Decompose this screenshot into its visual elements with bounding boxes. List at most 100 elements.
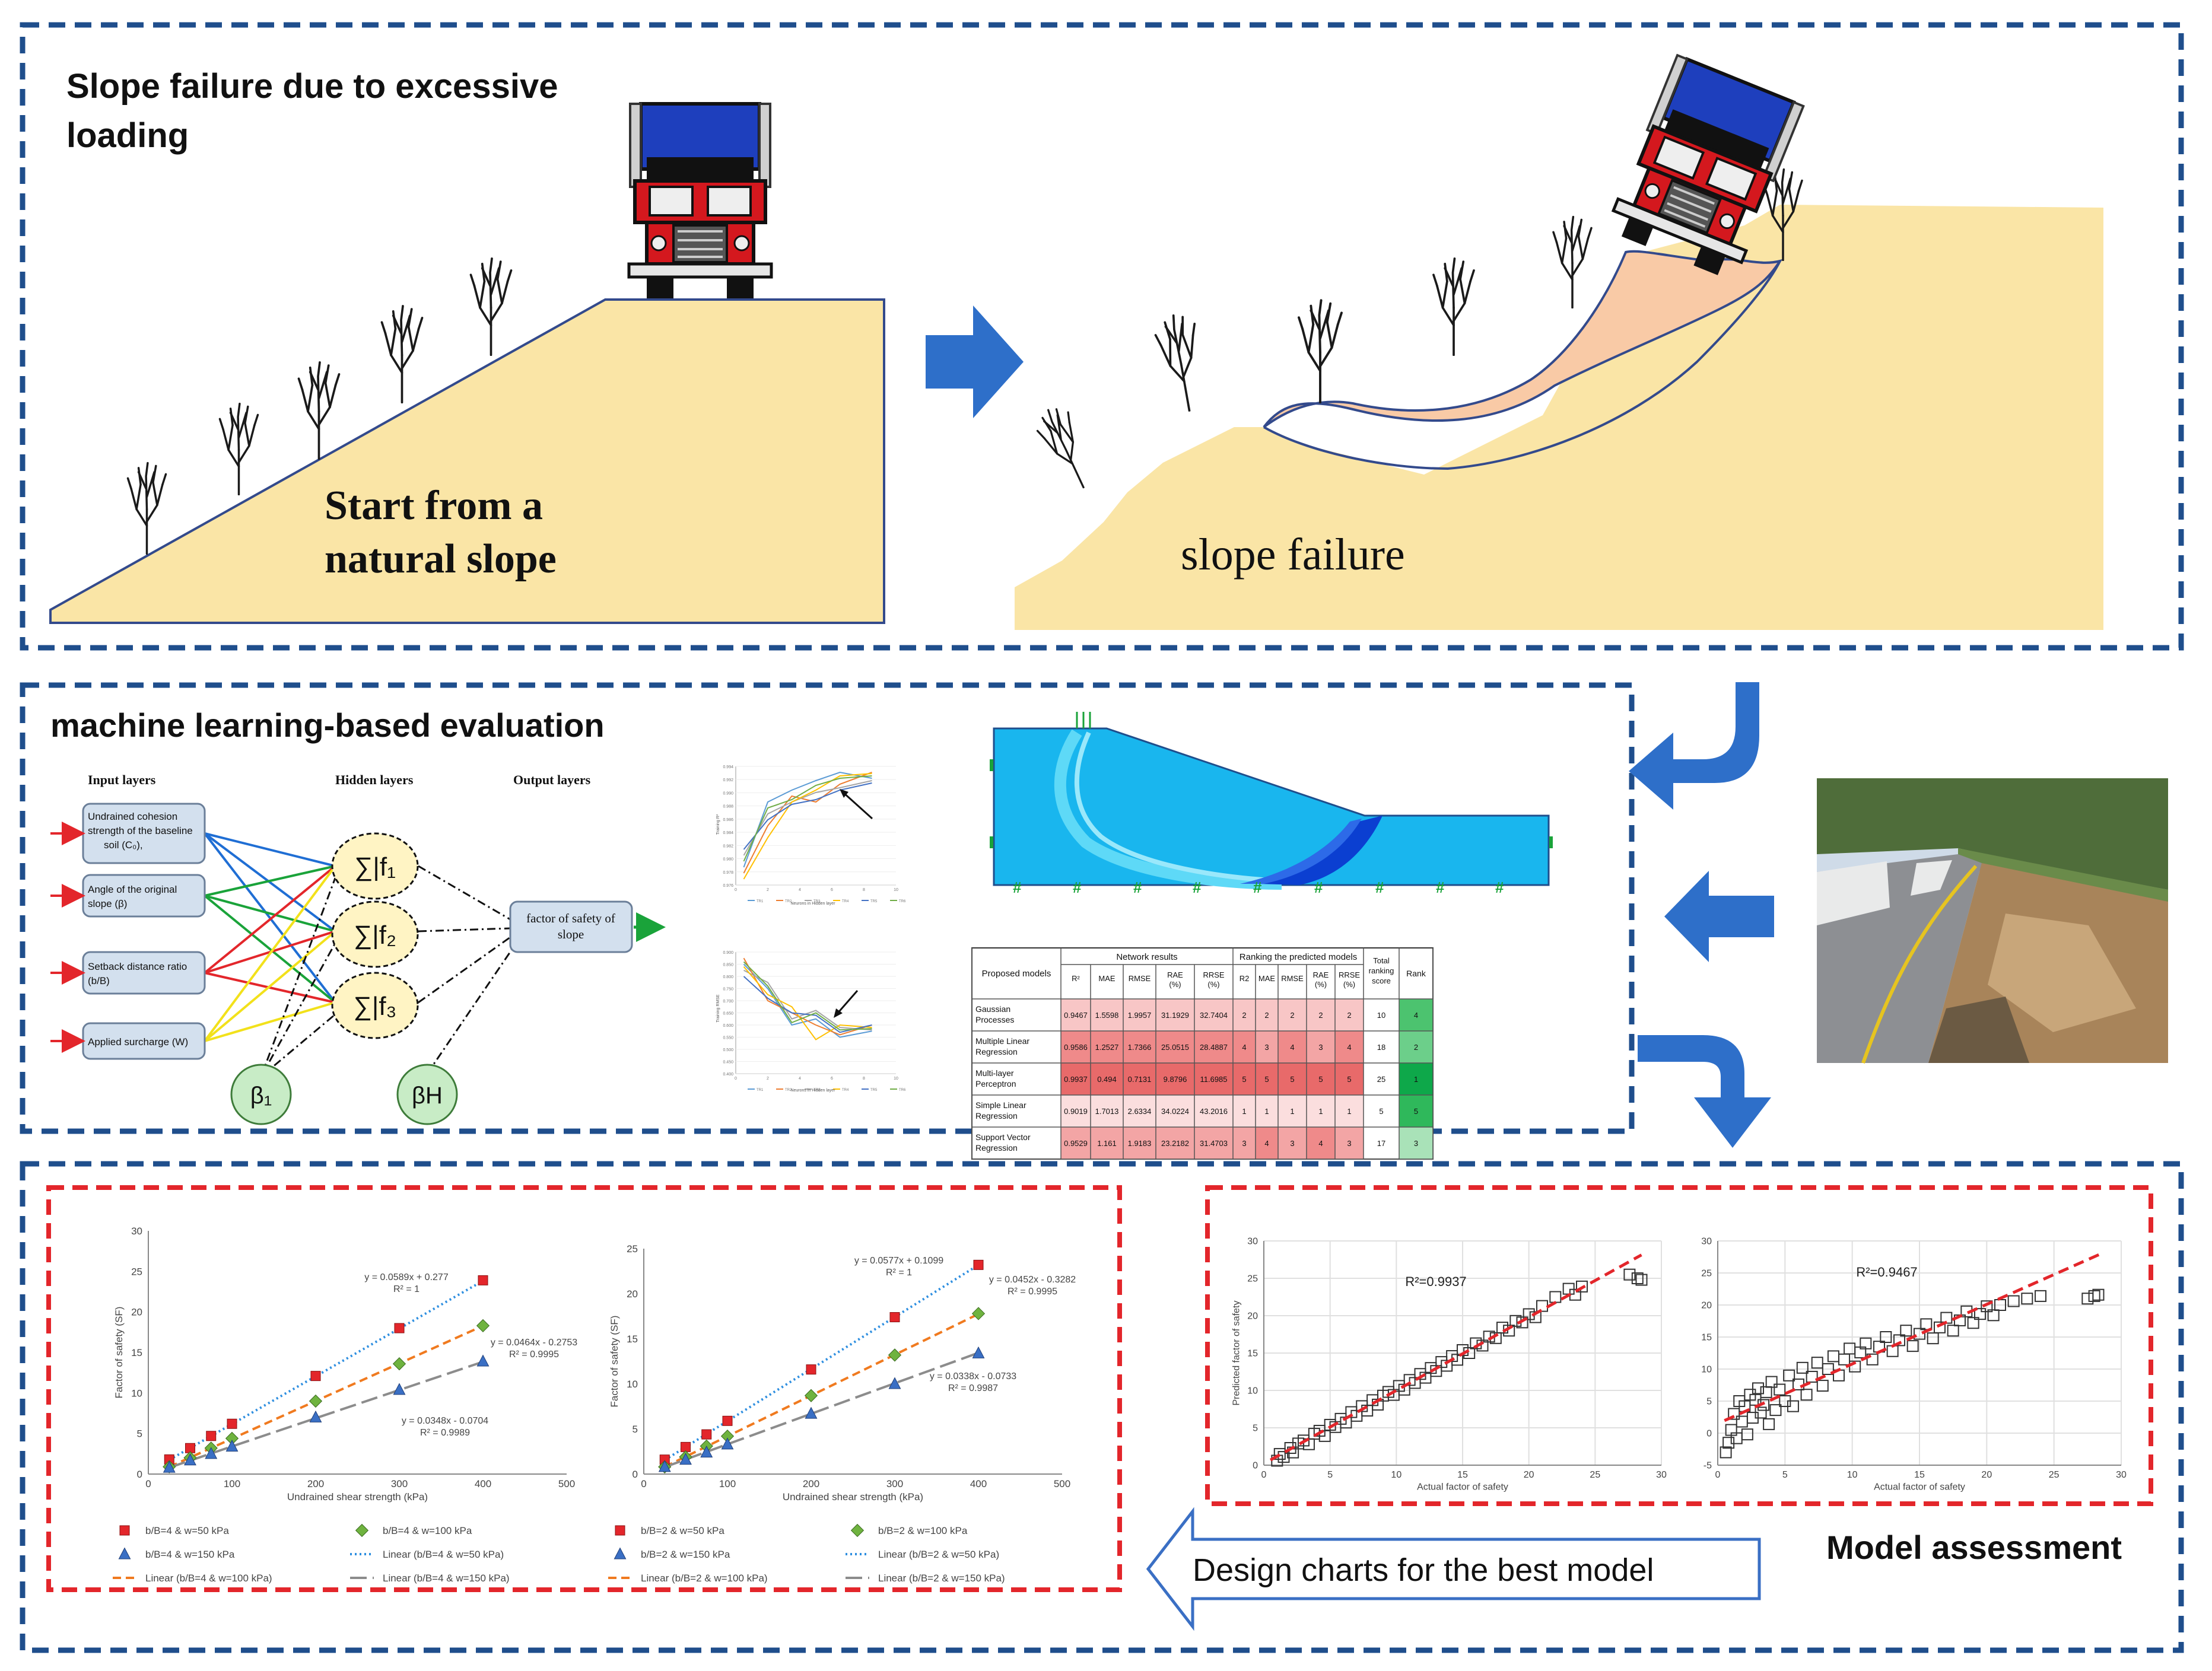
trendline-equation: y = 0.0348x - 0.0704 — [402, 1416, 488, 1426]
trendline-equation: y = 0.0464x - 0.2753 — [491, 1338, 577, 1348]
table-rank-value: 2 — [1264, 1011, 1269, 1020]
table-model-name: Regression — [975, 1111, 1018, 1121]
data-point-square — [1741, 1428, 1753, 1441]
hidden-node-3: ∑|f₃ — [354, 992, 397, 1021]
table-cell-shade — [1194, 999, 1233, 1031]
table-cell-shade — [1061, 1031, 1091, 1063]
model-assessment-label: Model assessment — [1826, 1529, 2122, 1566]
table-model-name: Regression — [975, 1143, 1018, 1153]
y-tick-label: 10 — [627, 1379, 638, 1390]
mini-series-line — [743, 771, 872, 868]
table-header-rank-col: RMSE — [1281, 974, 1304, 983]
data-point-square — [1763, 1418, 1775, 1430]
table-rank-value: 5 — [1347, 1075, 1351, 1084]
data-point-square — [1755, 1406, 1767, 1419]
r2-annotation: R²=0.9937 — [1405, 1274, 1466, 1289]
mini-series-line — [743, 957, 872, 1036]
data-point-square — [1967, 1317, 1979, 1329]
table-cell-shade — [1091, 1031, 1123, 1063]
table-net-value: 0.7131 — [1128, 1075, 1152, 1084]
table-cell-shade — [1335, 1095, 1364, 1127]
nn-output-line1: factor of safety of — [526, 911, 615, 925]
svg-text:#: # — [1436, 879, 1445, 896]
y-tick-label: 15 — [131, 1347, 142, 1358]
x-tick-label: 0 — [1715, 1470, 1721, 1480]
x-tick-label: 300 — [391, 1478, 408, 1489]
mini-x-tick: 10 — [894, 1077, 898, 1081]
table-header-net-col: MAE — [1098, 974, 1115, 983]
x-tick-label: 5 — [1782, 1470, 1788, 1480]
table-cell-shade — [1335, 1031, 1364, 1063]
nn-input-1-line2: strength of the baseline — [88, 825, 193, 836]
natural-slope-scene — [49, 104, 885, 624]
legend-entry: b/B=2 & w=50 kPa — [641, 1525, 724, 1536]
y-tick-label: 25 — [627, 1243, 638, 1255]
table-rank-value: 4 — [1347, 1043, 1351, 1052]
y-tick-label: 15 — [1701, 1333, 1712, 1343]
x-tick-label: 200 — [307, 1478, 324, 1489]
y-tick-label: 20 — [131, 1307, 142, 1318]
table-cell-shade — [1156, 999, 1194, 1031]
table-cell-shade — [1194, 1095, 1233, 1127]
mini-arrow-icon — [841, 791, 873, 820]
table-model-name: Processes — [975, 1015, 1014, 1024]
table-header-net-col: RAE — [1167, 970, 1183, 979]
table-header-total: ranking — [1369, 966, 1394, 975]
trendline-equation: y = 0.0577x + 0.1099 — [854, 1256, 943, 1266]
design-charts-label: Design charts for the best model — [1193, 1552, 1654, 1588]
panel-design-frame — [20, 1161, 2184, 1653]
table-cell-shade — [1123, 1031, 1156, 1063]
r2-annotation: R²=0.9467 — [1856, 1265, 1917, 1279]
mini-legend-entry: TR2 — [785, 900, 792, 903]
legend-entry: Linear (b/B=2 & w=50 kPa) — [878, 1549, 999, 1560]
x-tick-label: 20 — [1981, 1470, 1992, 1480]
table-rank-value: 2 — [1347, 1011, 1351, 1020]
trendline-equation: y = 0.0338x - 0.0733 — [930, 1371, 1016, 1382]
data-point-diamond — [804, 1389, 818, 1402]
trendline-r2: R² = 1 — [886, 1268, 912, 1278]
mini-x-tick: 2 — [767, 1077, 769, 1081]
table-cell-shade — [1278, 1063, 1307, 1095]
mini-y-tick: 0.550 — [723, 1036, 733, 1040]
data-point-square — [1736, 1415, 1748, 1428]
data-point-triangle — [679, 1453, 692, 1465]
x-tick-label: 0 — [641, 1478, 646, 1489]
x-tick-label: 0 — [1261, 1470, 1267, 1480]
table-rank-value: 3 — [1264, 1043, 1269, 1052]
neural-network-diagram: Input layers Hidden layers Output layers — [50, 772, 666, 1125]
mini-y-tick: 0.900 — [723, 951, 733, 955]
data-point-square — [2081, 1293, 2094, 1305]
x-axis-label: Actual factor of safety — [1874, 1482, 1965, 1492]
table-rank-value: 2 — [1318, 1011, 1323, 1020]
table-final-rank: 1 — [1414, 1075, 1418, 1084]
table-net-value: 1.7013 — [1095, 1107, 1119, 1116]
table-cell-shade — [1194, 1031, 1233, 1063]
table-cell-shade — [1123, 1127, 1156, 1159]
data-point-square — [119, 1525, 130, 1536]
x-tick-label: 15 — [1457, 1470, 1468, 1480]
legend-entry: b/B=2 & w=100 kPa — [878, 1525, 968, 1536]
data-point-square — [1800, 1389, 1813, 1401]
table-rank-value: 5 — [1242, 1075, 1246, 1084]
mini-arrow-icon — [835, 990, 859, 1015]
failed-slope-ground — [1015, 205, 2103, 630]
table-cell-shade — [1278, 1095, 1307, 1127]
data-point-square — [1631, 1272, 1644, 1284]
table-net-value: 1.2527 — [1095, 1043, 1119, 1052]
natural-slope-label-2: natural slope — [325, 536, 557, 582]
table-model-name: Gaussian — [975, 1004, 1010, 1014]
trendline-r2: R² = 1 — [393, 1284, 419, 1294]
table-net-value: 1.161 — [1097, 1139, 1117, 1148]
table-cell-shade — [1399, 999, 1433, 1031]
table-cell-shade — [1156, 1063, 1194, 1095]
table-net-value: 1.9957 — [1128, 1011, 1152, 1020]
data-point-diamond — [355, 1523, 369, 1538]
mini-series-line — [743, 969, 872, 1031]
y-axis-label: Factor of safety (SF) — [609, 1316, 620, 1408]
table-cell-shade — [1256, 1031, 1278, 1063]
trendline-r2: R² = 0.9987 — [948, 1383, 998, 1393]
data-point-square — [1900, 1325, 1912, 1337]
mini-x-tick: 6 — [831, 888, 833, 892]
table-cell-shade — [1256, 1063, 1278, 1095]
table-header-net-col: RMSE — [1129, 974, 1151, 983]
